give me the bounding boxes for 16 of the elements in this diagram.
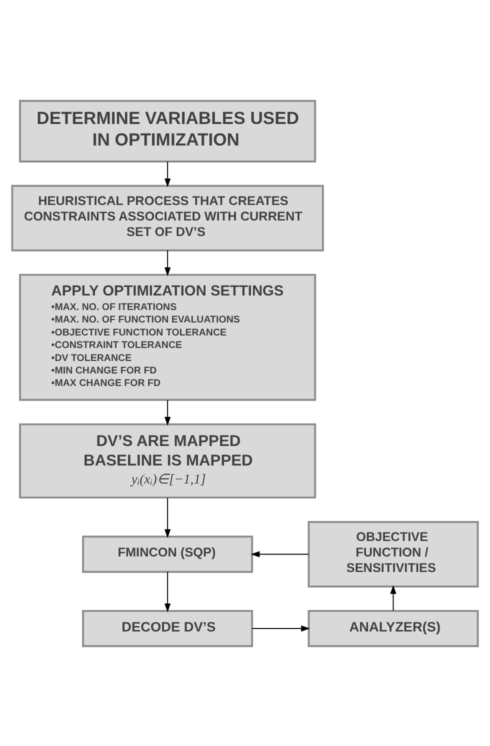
arrow [164,570,171,612]
node-box: FMINCON (SQP) [82,535,254,572]
node-box: ANALYZER(S) [308,609,479,647]
arrow [390,584,396,611]
arrow [164,399,171,426]
node-box: DECODE DV’S [82,609,254,647]
node-box: OBJECTIVE FUNCTION / SENSITIVITIES [308,520,479,587]
node-box: HEURISTICAL PROCESS THAT CREATES CONSTRAINTS ASSOCIATED WITH CURRENT SET OF DV’S [11,184,324,251]
arrow [164,160,171,187]
node-box: APPLY OPTIMIZATION SETTINGS •MAX. NO. OF ITERATIONS •MAX. NO. OF FUNCTION EVALUATIONS •OBJECTIVE FUNCTION TOLERANCE •CONSTRAINT TOLERANCE •DV TOLERANCE •MIN CHANGE FOR FD •MAX CHANGE FOR FD [19,273,316,400]
arrow [164,249,171,276]
arrow [164,496,171,538]
node-box: DETERMINE VARIABLES USED IN OPTIMIZATION [19,99,316,162]
arrow [250,550,310,557]
arrow [252,624,310,632]
node-box: DV’S ARE MAPPED BASELINE IS MAPPED yᵢ(xᵢ)∈[−1,1] [19,422,316,498]
